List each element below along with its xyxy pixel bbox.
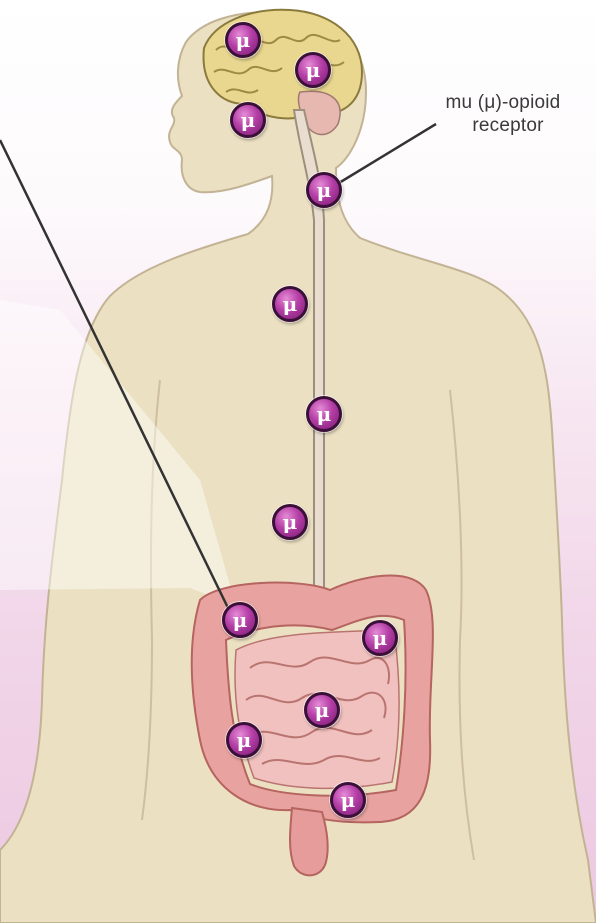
receptor-label-line1: mu (μ)-opioid: [410, 92, 596, 113]
mu-receptor-neck: μ: [306, 172, 342, 208]
mu-receptor-colon-right: μ: [362, 620, 398, 656]
mu-receptor-small-intestine-1: μ: [304, 692, 340, 728]
mu-receptor-spine-3: μ: [272, 504, 308, 540]
mu-receptor-spine-1: μ: [272, 286, 308, 322]
mu-receptor-brain-3: μ: [230, 102, 266, 138]
mu-receptor-brain-1: μ: [225, 22, 261, 58]
mu-receptor-spine-2: μ: [306, 396, 342, 432]
mu-receptor-small-intestine-2: μ: [226, 722, 262, 758]
mu-receptor-colon-lower: μ: [330, 782, 366, 818]
mu-receptor-colon-left: μ: [222, 602, 258, 638]
rectum: [290, 808, 328, 875]
mu-receptor-brain-2: μ: [295, 52, 331, 88]
receptor-label-line2: receptor: [420, 115, 596, 136]
